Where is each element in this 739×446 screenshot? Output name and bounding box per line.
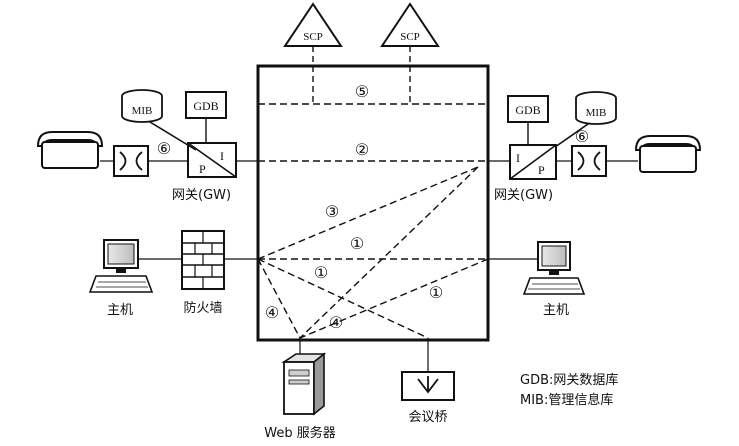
path-3	[257, 166, 479, 260]
path-4-b	[299, 166, 479, 339]
gdb-right: GDB	[507, 95, 549, 123]
label-6-left: ⑥	[157, 141, 171, 158]
gw-left-port-p: P	[199, 162, 206, 176]
web-server-label: Web 服务器	[264, 425, 335, 441]
gdb-right-label: GDB	[515, 103, 540, 117]
label-path-3: ③	[325, 204, 339, 221]
gw-left-port-i: I	[220, 149, 224, 163]
legend-gdb: GDB:网关数据库	[520, 372, 618, 388]
phone-right-icon	[634, 135, 702, 173]
scp-right-label: SCP	[400, 31, 420, 43]
gateway-left: P I	[187, 142, 237, 178]
label-path-1c: ①	[429, 285, 443, 302]
mib-right-icon: MIB	[575, 91, 617, 125]
scp-right: SCP	[380, 2, 440, 47]
label-path-2: ②	[355, 142, 369, 159]
mib-right-label: MIB	[586, 107, 607, 119]
label-path-4a: ④	[265, 305, 279, 322]
network-box	[256, 64, 490, 342]
gateway-right-label: 网关(GW)	[494, 188, 553, 203]
firewall-icon	[181, 230, 225, 290]
path-1-bridge	[257, 258, 429, 339]
switch-left-icon	[113, 145, 149, 177]
legend-mib: MIB:管理信息库	[520, 392, 613, 408]
label-path-1b: ①	[314, 265, 328, 282]
label-path-1a: ①	[350, 236, 364, 253]
scp-left: SCP	[283, 2, 343, 47]
switch-right-icon	[571, 145, 607, 177]
host-left-icon	[88, 239, 154, 293]
gateway-left-label: 网关(GW)	[172, 188, 231, 203]
gw-right-port-p: P	[538, 163, 545, 177]
host-right-icon	[522, 241, 586, 295]
label-path-4b: ④	[329, 315, 343, 332]
label-path-5: ⑤	[355, 84, 369, 101]
web-server-icon	[281, 352, 327, 416]
conference-bridge-icon	[401, 371, 455, 401]
path-4-a	[257, 258, 301, 339]
gateway-right: I P	[509, 144, 557, 180]
gdb-left: GDB	[185, 91, 227, 119]
mib-left-label: MIB	[132, 105, 153, 117]
gdb-left-label: GDB	[193, 99, 218, 113]
path-1-right	[299, 258, 489, 339]
mib-left-icon: MIB	[121, 89, 163, 123]
host-left-label: 主机	[107, 303, 133, 318]
firewall-label: 防火墙	[183, 300, 222, 316]
host-right-label: 主机	[543, 303, 569, 318]
phone-left-icon	[36, 131, 104, 169]
conference-bridge-label: 会议桥	[408, 410, 447, 425]
gw-right-port-i: I	[516, 151, 520, 165]
label-6-right: ⑥	[575, 129, 589, 146]
scp-left-label: SCP	[303, 31, 323, 43]
